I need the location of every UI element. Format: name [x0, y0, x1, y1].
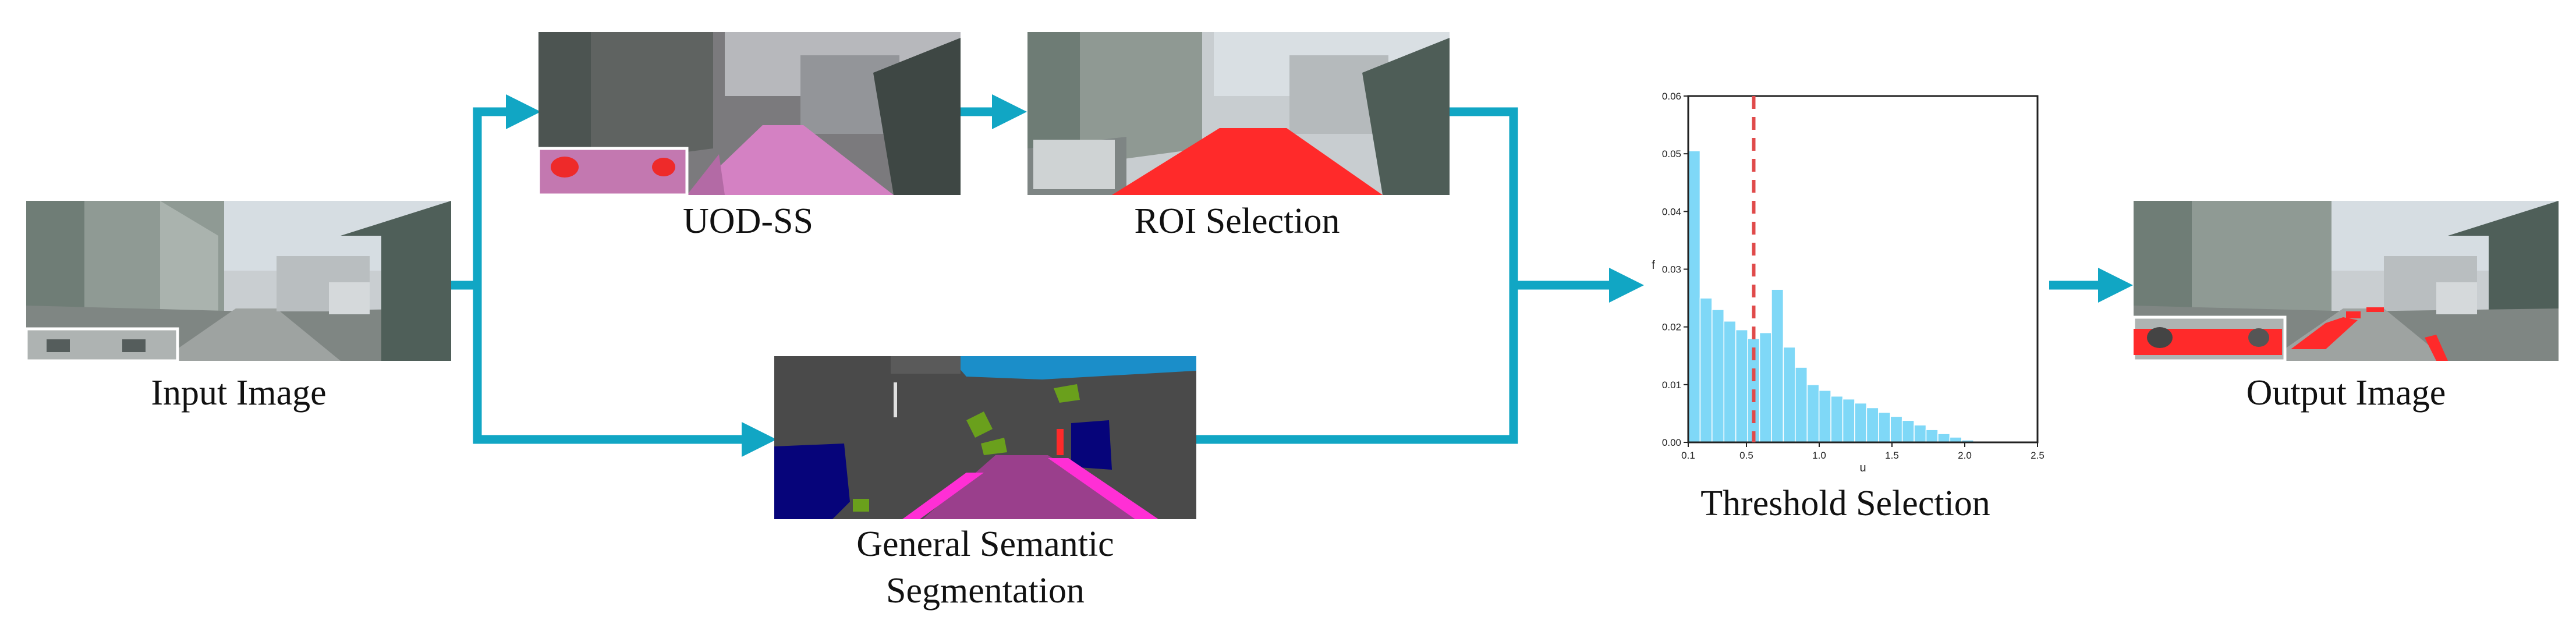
- roi-selection-image: [1027, 32, 1450, 195]
- histogram-bar: [1878, 411, 1891, 443]
- histogram-y-tick-label: 0.06: [1662, 91, 1681, 102]
- roi-selection-label: ROI Selection: [1134, 201, 1340, 241]
- threshold-histogram: 0.1 0.5 1.0 1.5 2.0 2.5 0.00 0.01 0.02 0.03 0.04 0.…: [1642, 87, 2049, 477]
- histogram-x-tick-label: 1.0: [1812, 450, 1826, 461]
- histogram-x-tick-label: 2.0: [1958, 450, 1972, 461]
- histogram-bar: [1795, 367, 1808, 443]
- histogram-y-tick-label: 0.04: [1662, 206, 1681, 217]
- histogram-bar: [1806, 384, 1820, 443]
- histogram-bar: [1712, 309, 1725, 443]
- histogram-bar: [1901, 420, 1915, 443]
- histogram-x-tick-label: 0.5: [1739, 450, 1753, 461]
- histogram-bar: [1866, 407, 1879, 443]
- histogram-y-label: f: [1652, 259, 1655, 272]
- histogram-bar: [1842, 398, 1855, 443]
- histogram-x-tick-label: 2.5: [2031, 450, 2044, 461]
- histogram-bar: [1937, 433, 1951, 443]
- histogram-bar: [1783, 346, 1796, 443]
- histogram-x-tick-label: 1.5: [1885, 450, 1899, 461]
- histogram-bar: [1925, 429, 1939, 443]
- histogram-x-label: u: [1859, 462, 1866, 474]
- arrow-general-seg-to-threshold: [1196, 285, 1518, 444]
- histogram-y-tick-label: 0.03: [1662, 264, 1681, 275]
- histogram-bar: [1818, 390, 1831, 443]
- histogram-bar: [1688, 150, 1701, 443]
- uodss-image: [538, 32, 961, 195]
- output-image-label: Output Image: [2246, 373, 2446, 413]
- input-image: [26, 201, 451, 361]
- histogram-y-tick-label: 0.00: [1662, 437, 1681, 448]
- histogram-bar: [1830, 395, 1844, 443]
- uodss-label: UOD-SS: [683, 201, 813, 241]
- histogram-x-tick-label: 0.1: [1681, 450, 1695, 461]
- input-image-label: Input Image: [151, 373, 327, 413]
- histogram-bar: [1914, 424, 1927, 443]
- arrow-input-to-general-seg: [473, 285, 777, 457]
- general-segmentation-image: [774, 356, 1196, 519]
- histogram-bar: [1759, 332, 1772, 443]
- histogram-bar: [1771, 289, 1784, 443]
- arrow-roi-to-threshold: [1450, 107, 1644, 303]
- histogram-bar: [1854, 402, 1868, 443]
- histogram-bar: [1699, 297, 1713, 443]
- histogram-y-tick-label: 0.05: [1662, 148, 1681, 159]
- histogram-bar: [1735, 329, 1748, 443]
- histogram-bar: [1890, 416, 1903, 443]
- arrow-input-to-uodss: [451, 94, 541, 290]
- general-seg-label-line2: Segmentation: [886, 571, 1085, 611]
- histogram-y-tick-label: 0.01: [1662, 379, 1681, 391]
- histogram-bar: [1723, 321, 1737, 443]
- threshold-selection-label: Threshold Selection: [1700, 484, 1990, 523]
- histogram-y-tick-label: 0.02: [1662, 322, 1681, 333]
- output-image: [2134, 201, 2559, 361]
- general-seg-label-line1: General Semantic: [856, 524, 1114, 564]
